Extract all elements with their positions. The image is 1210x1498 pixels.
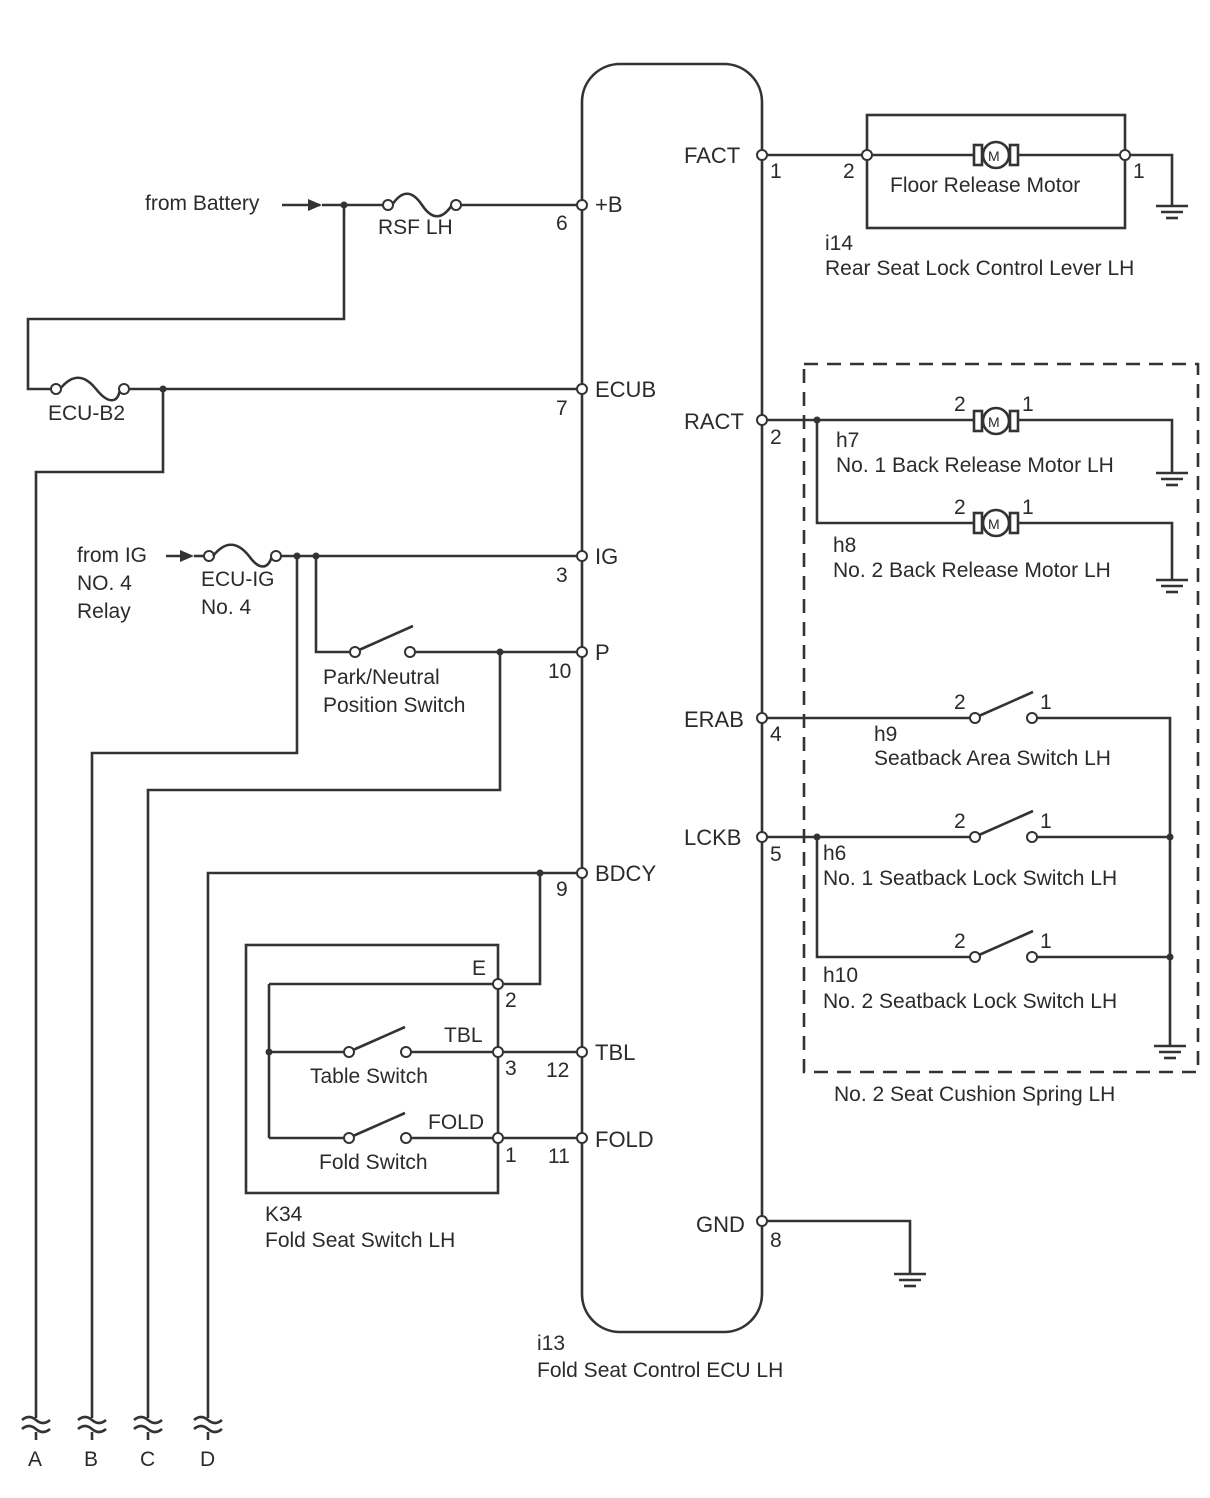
ecu-right-pins	[756, 149, 768, 1227]
k34-term-fold: FOLD	[428, 1111, 484, 1134]
pin-num-lckb: 5	[770, 843, 782, 866]
h8-code: h8	[833, 534, 856, 557]
floor-release-circuit	[767, 113, 1190, 230]
ecu-ig-fuse-label-2: No. 4	[201, 596, 252, 619]
pin-label-ig: IG	[595, 544, 618, 569]
k34-term-tbl: TBL	[444, 1024, 483, 1047]
pin-num-ecub: 7	[556, 397, 568, 420]
park-switch-label-2: Position Switch	[323, 694, 465, 717]
pin-label-fold: FOLD	[595, 1127, 654, 1152]
pin-num-erab: 4	[770, 723, 782, 746]
k34-code: K34	[265, 1203, 303, 1226]
h9-code: h9	[874, 723, 897, 746]
h6-name: No. 1 Seatback Lock Switch LH	[823, 867, 1117, 890]
pin-label-erab: ERAB	[684, 707, 744, 732]
from-battery-label: from Battery	[145, 192, 260, 215]
back-release-circuit	[767, 406, 1190, 594]
k34-term-e-num: 2	[505, 989, 517, 1012]
from-ig-label-1: from IG	[77, 544, 147, 567]
battery-circuit	[26, 192, 578, 391]
ecu-b2-circuit	[34, 376, 578, 1418]
pin-num-ig: 3	[556, 564, 568, 587]
h10-code: h10	[823, 964, 858, 987]
k34-term-fold-num: 1	[505, 1144, 517, 1167]
pin-num-ract: 2	[770, 426, 782, 449]
gnd-circuit	[767, 1219, 928, 1288]
park-switch-label-1: Park/Neutral	[323, 666, 440, 689]
seat-cushion-spring-box	[802, 362, 1200, 1074]
h10-pin-b: 1	[1040, 930, 1052, 953]
pin-num-gnd: 8	[770, 1229, 782, 1252]
connector-c: C	[140, 1448, 155, 1471]
h9-name: Seatback Area Switch LH	[874, 747, 1111, 770]
fold-switch-label: Fold Switch	[319, 1151, 428, 1174]
h9-pin-a: 2	[954, 691, 966, 714]
h9-pin-b: 1	[1040, 691, 1052, 714]
h8-name: No. 2 Back Release Motor LH	[833, 559, 1111, 582]
m-mark: M	[988, 516, 1000, 532]
k34-term-tbl-num: 3	[505, 1057, 517, 1080]
m-mark: M	[988, 414, 1000, 430]
table-switch-label: Table Switch	[310, 1065, 428, 1088]
pin-num-fact: 1	[770, 160, 782, 183]
pin-num-p: 10	[548, 660, 571, 683]
i14-name: Rear Seat Lock Control Lever LH	[825, 257, 1134, 280]
pin-label-gnd: GND	[696, 1212, 745, 1237]
h6-code: h6	[823, 842, 846, 865]
seatback-switch-circuit	[767, 690, 1188, 1060]
pin-label-ract: RACT	[684, 409, 744, 434]
from-ig-label-2: NO. 4	[77, 572, 132, 595]
h7-pin-b: 1	[1022, 393, 1034, 416]
connector-d: D	[200, 1448, 215, 1471]
connector-breaks	[21, 1415, 223, 1440]
pin-label-ecub: ECUB	[595, 377, 656, 402]
ecu-name: Fold Seat Control ECU LH	[537, 1359, 783, 1382]
h6-pin-b: 1	[1040, 810, 1052, 833]
connector-a: A	[28, 1448, 42, 1471]
seat-cushion-spring-label: No. 2 Seat Cushion Spring LH	[834, 1083, 1115, 1106]
h7-name: No. 1 Back Release Motor LH	[836, 454, 1114, 477]
ecu-left-pins	[576, 199, 588, 1144]
i14-code: i14	[825, 232, 853, 255]
rsf-fuse-label: RSF LH	[378, 216, 453, 239]
pin-num-bdcy: 9	[556, 878, 568, 901]
ecu-b2-fuse-label: ECU-B2	[48, 402, 125, 425]
pin-num-b: 6	[556, 212, 568, 235]
h7-code: h7	[836, 429, 859, 452]
h10-pin-a: 2	[954, 930, 966, 953]
connector-b: B	[84, 1448, 98, 1471]
floor-motor-pin-left: 2	[843, 160, 855, 183]
h10-name: No. 2 Seatback Lock Switch LH	[823, 990, 1117, 1013]
k34-term-e: E	[472, 957, 486, 980]
pin-num-fold: 11	[548, 1145, 570, 1168]
pin-label-p: P	[595, 640, 610, 665]
k34-name: Fold Seat Switch LH	[265, 1229, 455, 1252]
pin-label-bdcy: BDCY	[595, 861, 656, 886]
h8-pin-a: 2	[954, 496, 966, 519]
m-mark: M	[988, 148, 1000, 164]
floor-release-motor-label: Floor Release Motor	[890, 174, 1080, 197]
pin-label-fact: FACT	[684, 143, 740, 168]
ecu-code: i13	[537, 1332, 565, 1355]
h7-pin-a: 2	[954, 393, 966, 416]
h6-pin-a: 2	[954, 810, 966, 833]
from-ig-label-3: Relay	[77, 600, 131, 623]
pin-label-tbl: TBL	[595, 1040, 635, 1065]
h8-pin-b: 1	[1022, 496, 1034, 519]
floor-motor-pin-right: 1	[1133, 160, 1145, 183]
ecu-ig-fuse-label-1: ECU-IG	[201, 568, 275, 591]
ig-circuit	[90, 543, 578, 1418]
pin-label-lckb: LCKB	[684, 825, 741, 850]
fold-seat-switch	[244, 943, 578, 1195]
pin-label-b: +B	[595, 192, 623, 217]
ecu-body	[580, 62, 764, 1334]
pin-num-tbl: 12	[546, 1059, 569, 1082]
bdcy-circuit	[206, 869, 578, 1418]
